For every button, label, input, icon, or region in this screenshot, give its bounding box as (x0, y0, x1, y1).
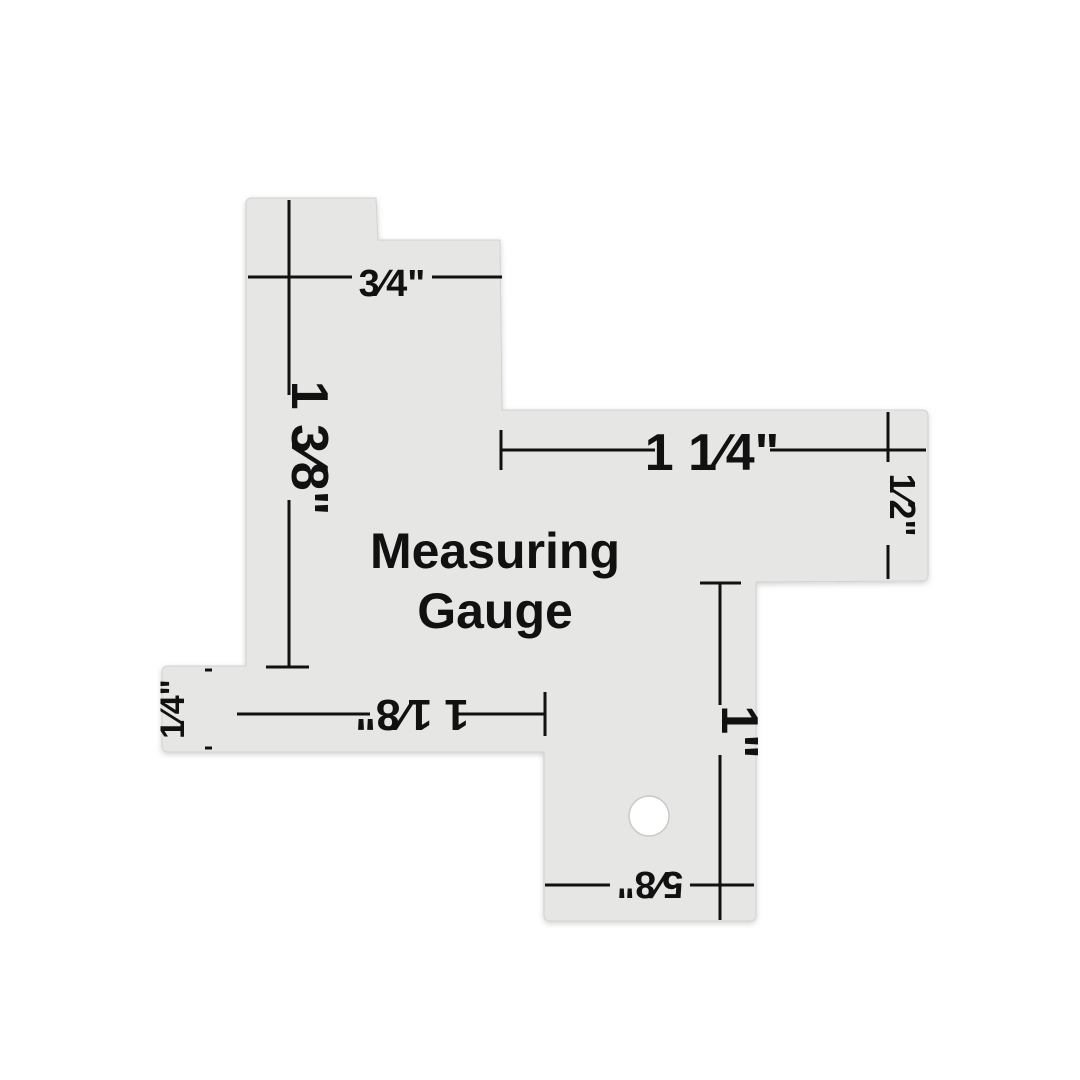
gauge-plate (161, 197, 929, 922)
label-one-one-eighth: 1 1⁄8" (355, 690, 469, 739)
label-three-quarter: 3⁄4" (359, 263, 426, 305)
label-one-inch: 1" (710, 705, 768, 759)
label-one-quarter-top: 1 1⁄4" (645, 424, 780, 482)
hanging-hole (628, 795, 670, 837)
measurement-lines (205, 200, 926, 920)
label-one-three-eighths: 1 3⁄8" (280, 381, 338, 516)
label-one-quarter-left: 1⁄4" (154, 679, 192, 739)
title-measuring: Measuring (370, 523, 620, 579)
label-one-half: 1⁄2" (882, 473, 923, 536)
label-five-eighths: 5⁄8" (617, 863, 684, 905)
title-gauge: Gauge (417, 583, 573, 639)
